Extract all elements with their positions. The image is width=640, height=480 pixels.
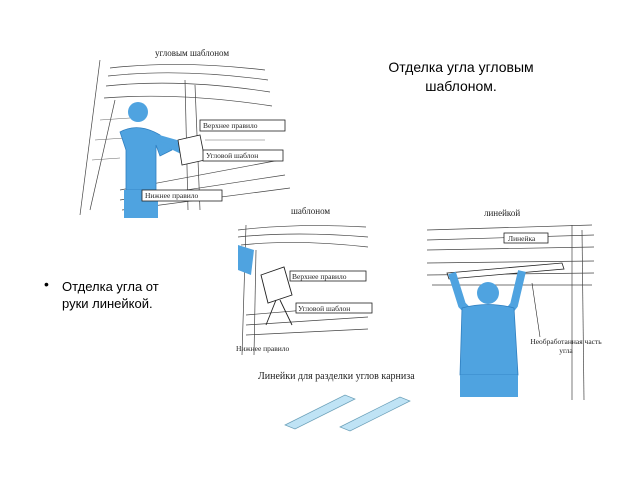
label-mid-lower-rule: Нижнее правило	[236, 344, 290, 353]
label-mid-corner-template: Угловой шаблон	[298, 304, 350, 313]
worker-back-figure	[448, 270, 526, 397]
illustration-template-closeup: шаблоном Верхнее правило Угловой шаблон …	[236, 205, 376, 365]
illustration-top-caption: угловым шаблоном	[155, 48, 229, 58]
label-upper-rule: Верхнее правило	[203, 121, 258, 130]
bullet-text: Отделка угла от руки линейкой.	[62, 279, 159, 311]
label-mid-upper-rule: Верхнее правило	[292, 272, 347, 281]
illustration-bottom-caption: Линейки для разделки углов карниза	[258, 371, 415, 382]
illustration-mid-caption: шаблоном	[291, 206, 330, 216]
label-corner-template: Угловой шаблон	[206, 151, 258, 160]
worker-figure	[119, 102, 187, 218]
illustration-right-caption: линейкой	[484, 208, 520, 218]
illustration-ruler-finishing: линейкой Линейка Необработанная часть уг…	[422, 205, 602, 405]
slide-title: Отделка угла угловым шаблоном.	[388, 59, 534, 94]
label-lower-rule: Нижнее правило	[145, 191, 199, 200]
bullet-marker: •	[44, 276, 49, 292]
illustration-cornice-rulers: Линейки для разделки углов карниза	[250, 365, 460, 435]
illustration-corner-template: угловым шаблоном	[60, 40, 300, 220]
ruler-right	[339, 396, 411, 432]
label-ruler: Линейка	[508, 234, 536, 243]
label-unfinished-corner: Необработанная часть угла	[530, 337, 602, 355]
ruler-left	[284, 394, 356, 430]
